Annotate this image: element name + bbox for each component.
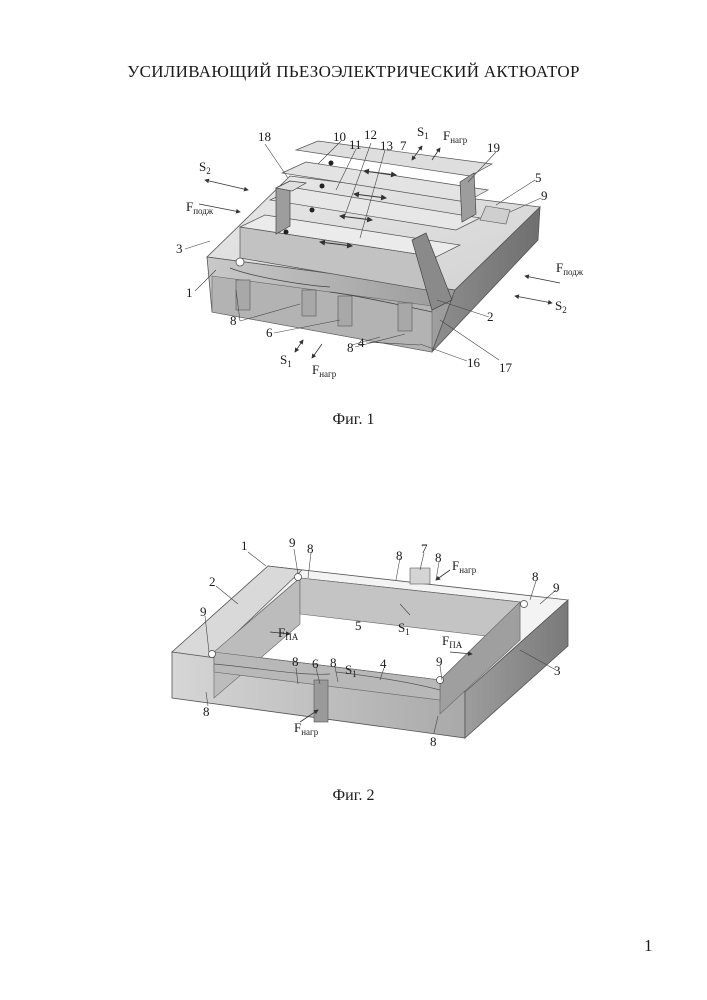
label-19: 19 <box>487 140 500 155</box>
label-5: 5 <box>355 618 362 633</box>
label-9-inner-right: 9 <box>436 654 443 669</box>
label-8-top-left: 8 <box>307 541 314 556</box>
label-7: 7 <box>421 541 428 556</box>
f-nagr-top-label: Fнагр <box>452 558 477 575</box>
s1-top-label: S1 <box>417 124 429 141</box>
label-9-left: 9 <box>200 604 207 619</box>
label-2: 2 <box>209 574 216 589</box>
label-3: 3 <box>554 663 561 678</box>
label-2: 2 <box>487 309 494 324</box>
f-nagr-bottom-label: Fнагр <box>312 362 337 379</box>
f-nagr-bottom-label: Fнагр <box>294 720 319 737</box>
figure-2-drawing: 1 9 8 8 7 8 8 9 2 9 5 3 8 6 8 4 9 8 8 Fн… <box>0 500 707 760</box>
label-12: 12 <box>364 127 377 142</box>
label-8-right: 8 <box>532 569 539 584</box>
f-podzh-right-label: Fподж <box>556 260 584 277</box>
label-8-inner-mid: 8 <box>330 655 337 670</box>
page-number: 1 <box>644 936 653 956</box>
figure-1-drawing: 18 10 12 11 13 7 19 5 9 3 1 2 8 6 8 4 16… <box>0 0 707 420</box>
figure-1-caption: Фиг. 1 <box>0 411 707 429</box>
label-9-top-left: 9 <box>289 535 296 550</box>
label-8-top-mid: 8 <box>396 548 403 563</box>
label-6: 6 <box>312 656 319 671</box>
s1-bottom-label: S1 <box>280 352 292 369</box>
label-16: 16 <box>467 355 481 370</box>
label-9: 9 <box>541 188 548 203</box>
label-8-inner-left: 8 <box>292 654 299 669</box>
label-4: 4 <box>380 656 387 671</box>
label-3: 3 <box>176 241 183 256</box>
f-podzh-left-label: Fподж <box>186 199 214 216</box>
label-10: 10 <box>333 129 346 144</box>
label-1: 1 <box>186 285 193 300</box>
label-8-bottom: 8 <box>347 340 354 355</box>
label-8-bottom-left: 8 <box>203 704 210 719</box>
s2-left-label: S2 <box>199 159 211 176</box>
figure-2-caption: Фиг. 2 <box>0 787 707 805</box>
label-17: 17 <box>499 360 513 375</box>
s2-right-label: S2 <box>555 298 567 315</box>
label-18: 18 <box>258 129 271 144</box>
frame-body <box>172 566 568 738</box>
label-5: 5 <box>535 170 542 185</box>
label-1: 1 <box>241 538 248 553</box>
label-13: 13 <box>380 138 393 153</box>
label-9-right: 9 <box>553 580 560 595</box>
label-8-left: 8 <box>230 313 237 328</box>
label-7: 7 <box>400 138 407 153</box>
label-11: 11 <box>349 137 362 152</box>
f-nagr-top-label: Fнагр <box>443 128 468 145</box>
label-8-top-right: 8 <box>435 550 442 565</box>
label-4: 4 <box>358 335 365 350</box>
label-8-bottom-right: 8 <box>430 734 437 749</box>
label-6: 6 <box>266 325 273 340</box>
